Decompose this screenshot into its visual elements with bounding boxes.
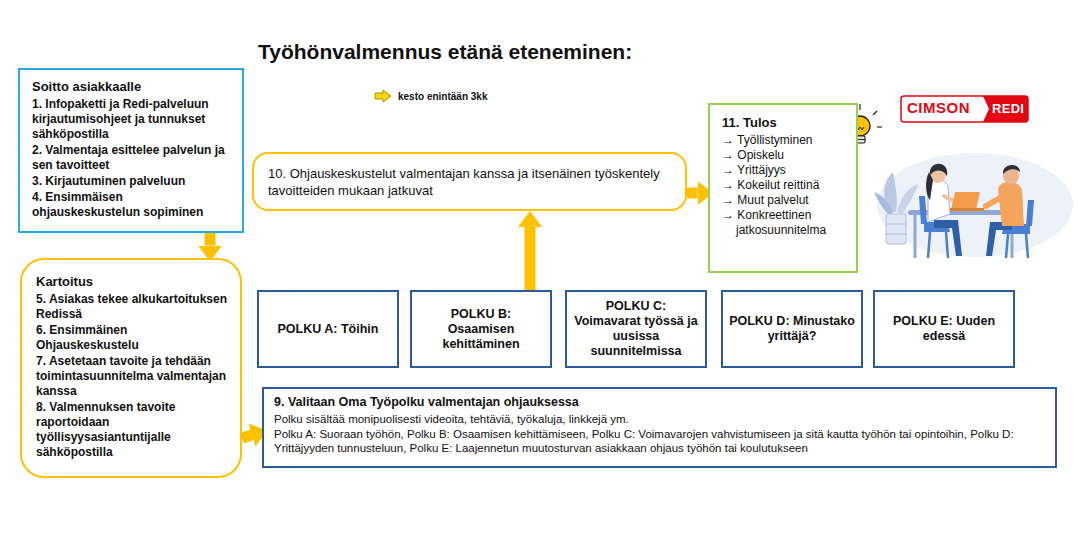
box-heading: POLKU B: Osaamisen kehittäminen xyxy=(418,307,544,352)
box-heading: 11. Tulos xyxy=(722,115,846,130)
box-text: 2. Valmentaja esittelee palvelun ja sen … xyxy=(32,143,232,173)
meeting-illustration-part xyxy=(986,198,1000,206)
box-text: 4. Ensimmäisen ohjauskeskustelun sopimin… xyxy=(32,190,232,220)
logo-text: CIMSON xyxy=(907,99,970,116)
logo-red-part xyxy=(983,96,1028,122)
light-rays-part xyxy=(859,104,860,110)
box-heading: Kartoitus xyxy=(36,274,228,289)
meeting-illustration-part xyxy=(1006,234,1008,258)
box-heading: 10. Ohjauskeskustelut valmentajan kanssa… xyxy=(268,165,671,199)
logo-text: REDI xyxy=(992,101,1024,116)
meeting-illustration-part xyxy=(934,220,962,256)
box-text: 1. Infopaketti ja Redi-palveluun kirjaut… xyxy=(32,97,232,142)
meeting-illustration-part xyxy=(926,172,933,200)
logo xyxy=(901,96,1028,122)
path-box: POLKU D: Minustako yrittäjä? xyxy=(721,290,863,368)
meeting-illustration-part xyxy=(1003,165,1020,174)
logo-frame xyxy=(901,96,1028,122)
box-text: → Kokeilut reittinä xyxy=(722,178,846,193)
box-text: 7. Asetetaan tavoite ja tehdään toiminta… xyxy=(36,354,228,399)
meeting-illustration-part xyxy=(998,182,1024,226)
meeting-illustration-part xyxy=(919,196,927,224)
meeting-illustration-part xyxy=(874,192,893,216)
meeting-illustration-part xyxy=(950,208,984,211)
box-text: → Muut palvelut xyxy=(722,193,846,208)
box-heading: 9. Valitaan Oma Työpolku valmentajan ohj… xyxy=(274,395,1045,409)
path-box: POLKU E: Uuden edessä xyxy=(873,290,1015,368)
light-rays-part xyxy=(877,126,882,127)
box-text: 5. Asiakas tekee alkukartoituksen Rediss… xyxy=(36,292,228,322)
step-box: 10. Ohjauskeskustelut valmentajan kanssa… xyxy=(252,152,687,211)
step-box: Soitto asiakkaalle 1. Infopaketti ja Redi… xyxy=(18,68,244,233)
box-text: 8. Valmennuksen tavoite raportoidaan työ… xyxy=(36,400,228,460)
path-box: POLKU C: Voimavarat työssä ja uusissa su… xyxy=(565,290,707,368)
legend-arrow-shape xyxy=(375,90,391,102)
diagram-title: Työhönvalmennus etänä eteneminen: xyxy=(258,40,632,64)
flow-arrow xyxy=(525,227,536,290)
meeting-illustration-part xyxy=(928,232,930,258)
box-text: 6. Ensimmäinen Ohjauskeskustelu xyxy=(36,323,228,353)
flow-arrow xyxy=(687,188,698,199)
step-box: 9. Valitaan Oma Työpolku valmentajan ohj… xyxy=(262,387,1057,468)
meeting-illustration-part xyxy=(930,164,947,176)
flow-arrow xyxy=(242,435,252,438)
box-heading: POLKU C: Voimavarat työssä ja uusissa su… xyxy=(573,299,699,359)
meeting-illustration-part xyxy=(1026,234,1028,258)
box-heading: POLKU D: Minustako yrittäjä? xyxy=(729,314,855,344)
meeting-illustration-part xyxy=(914,215,917,258)
meeting-illustration xyxy=(874,153,1073,258)
meeting-illustration-part xyxy=(886,224,906,225)
step-box: Kartoitus 5. Asiakas tekee alkukartoituks… xyxy=(20,258,242,478)
result-box: 11. Tulos → Työllistyminen→ Opiskelu→ Yri… xyxy=(708,103,858,273)
path-box: POLKU B: Osaamisen kehittäminen xyxy=(410,290,552,368)
meeting-illustration-part xyxy=(946,232,948,258)
backdrop xyxy=(877,153,1073,257)
flow-arrow xyxy=(205,233,216,246)
box-text: → Konkreettinen jatkosuunnitelma xyxy=(722,208,846,238)
box-text: Polku sisältää monipuolisesti videoita, … xyxy=(274,412,1045,426)
box-text: Polku A: Suoraan työhön, Polku B: Osaami… xyxy=(274,427,1045,455)
meeting-illustration-part xyxy=(1026,200,1034,226)
legend-text: kesto enintään 3kk xyxy=(398,91,487,102)
path-box: POLKU A: Töihin xyxy=(257,290,399,368)
meeting-illustration-part xyxy=(951,192,980,210)
box-text: 3. Kirjautuminen palveluun xyxy=(32,174,232,189)
meeting-illustration-part xyxy=(886,234,906,235)
legend-entry: kesto enintään 3kk xyxy=(374,89,487,103)
box-heading: POLKU A: Töihin xyxy=(278,322,379,337)
box-text: → Opiskelu xyxy=(722,148,846,163)
meeting-illustration-part xyxy=(886,214,906,244)
meeting-illustration-part xyxy=(897,184,918,214)
box-heading: POLKU E: Uuden edessä xyxy=(881,314,1007,344)
light-rays-part xyxy=(873,111,877,115)
box-text: → Yrittäjyys xyxy=(722,163,846,178)
box-text: → Työllistyminen xyxy=(722,133,846,148)
box-heading: Soitto asiakkaalle xyxy=(32,79,232,94)
legend-arrow xyxy=(374,89,392,103)
meeting-illustration-part xyxy=(986,222,1012,256)
